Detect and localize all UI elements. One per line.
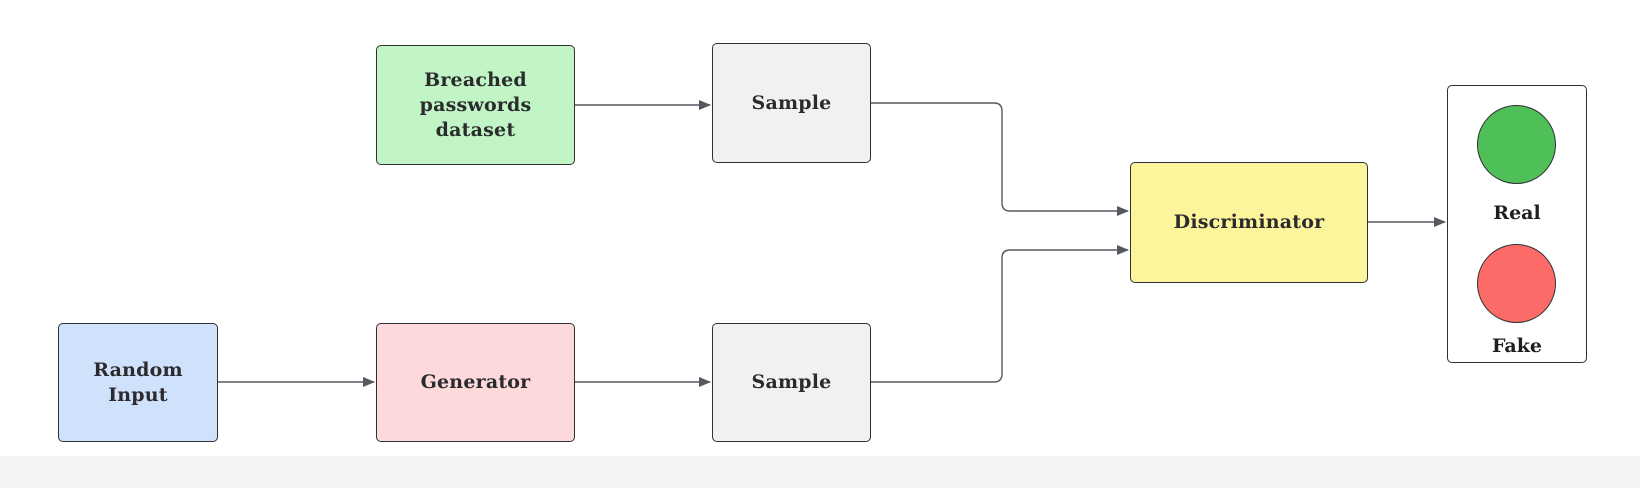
breached-passwords-dataset-node: Breached passwords dataset <box>376 45 575 165</box>
edge-sample-top-to-discriminator <box>871 102 1129 216</box>
bottom-strip <box>0 456 1640 488</box>
sample-top-node: Sample <box>712 43 871 163</box>
fake-label: Fake <box>1491 335 1542 357</box>
output-panel: Real Fake <box>1447 85 1587 363</box>
discriminator-node: Discriminator <box>1130 162 1368 283</box>
real-label: Real <box>1493 202 1541 224</box>
real-indicator-circle <box>1477 105 1556 184</box>
random-input-node: Random Input <box>58 323 218 442</box>
fake-indicator-circle <box>1477 244 1556 323</box>
edge-sample-bottom-to-discriminator <box>871 245 1129 383</box>
generator-node: Generator <box>376 323 575 442</box>
sample-bottom-node: Sample <box>712 323 871 442</box>
